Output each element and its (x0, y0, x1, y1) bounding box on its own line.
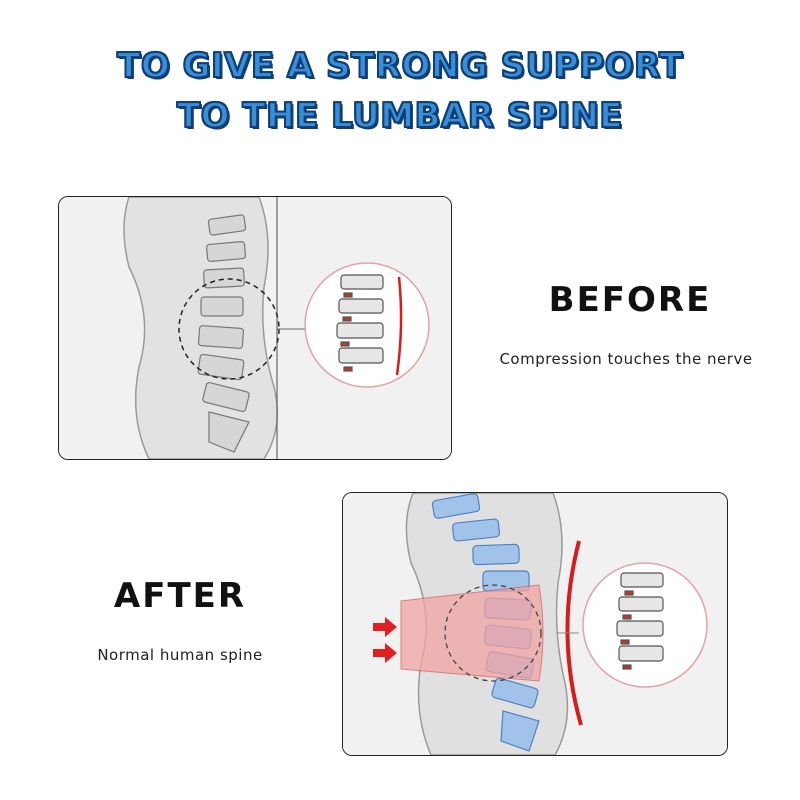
support-area-circle (444, 584, 542, 682)
compression-arrows (373, 617, 397, 663)
headline-line-2: TO THE LUMBAR SPINE (176, 95, 624, 137)
before-illustration-panel (58, 196, 452, 460)
before-description: Compression touches the nerve (499, 350, 753, 368)
after-illustration-panel (342, 492, 728, 756)
lumbar-support-band (400, 584, 544, 682)
spine-vertebrae (197, 214, 250, 453)
after-spine-illustration (343, 493, 727, 755)
after-zoom-circle (582, 562, 708, 688)
before-zoom-circle (304, 262, 430, 388)
arrow-right-icon (373, 643, 397, 663)
after-description: Normal human spine (97, 646, 263, 664)
before-spine-illustration (59, 197, 451, 459)
before-title: BEFORE (548, 280, 712, 320)
arrow-right-icon (373, 617, 397, 637)
after-title: AFTER (113, 576, 247, 616)
headline-line-1: TO GIVE A STRONG SUPPORT (116, 45, 683, 87)
